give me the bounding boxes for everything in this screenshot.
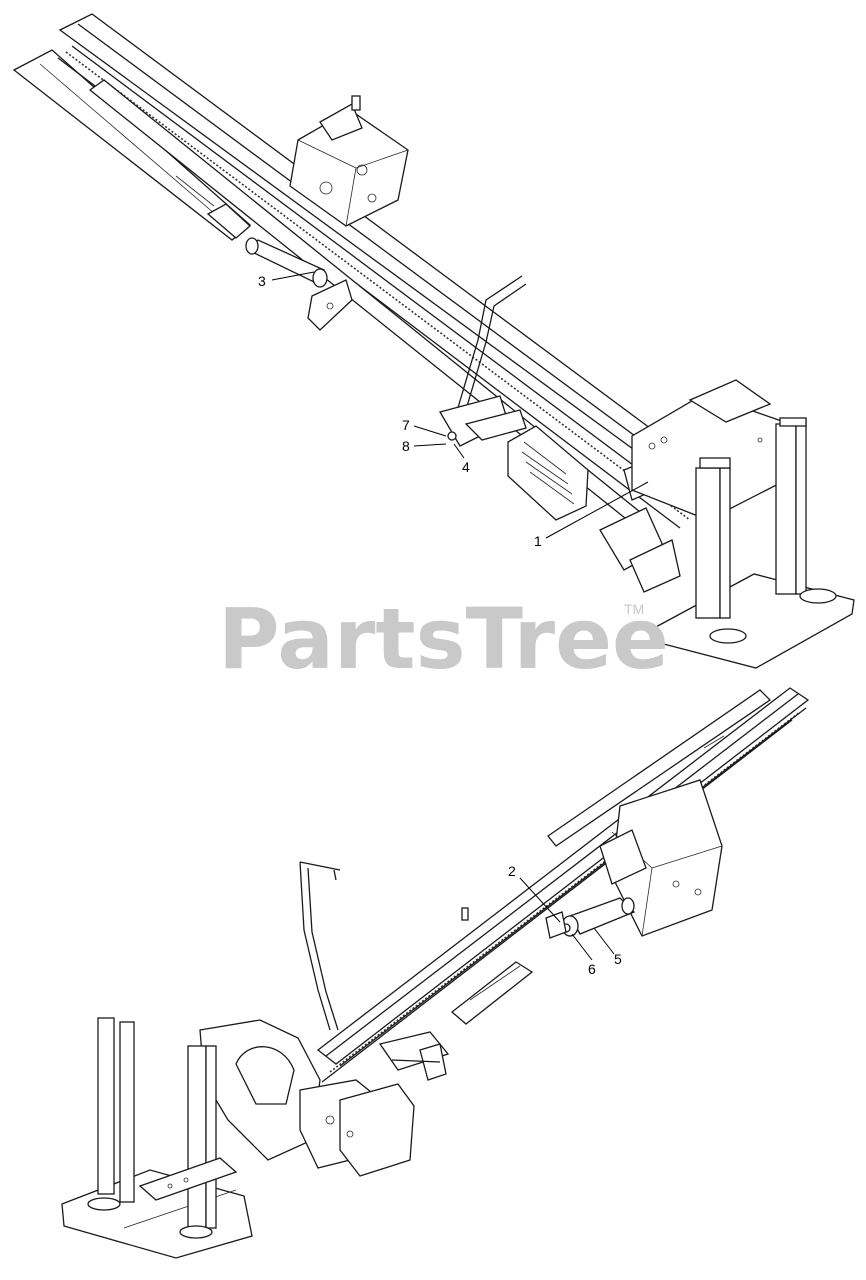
leader-5 [593, 927, 615, 955]
leader-8 [413, 443, 447, 447]
upper-mount-box [289, 95, 409, 227]
leader-4 [453, 443, 465, 459]
callout-4: 4 [462, 459, 470, 475]
leader-7 [413, 425, 447, 437]
leader-2 [519, 877, 561, 923]
lower-cylinder [545, 897, 636, 939]
lower-pivot [378, 1031, 450, 1081]
callout-5: 5 [614, 951, 622, 967]
lower-base-frame [61, 1017, 253, 1259]
lower-mount-box [599, 779, 723, 937]
callout-7: 7 [402, 417, 410, 433]
watermark-text: PartsTree [218, 590, 669, 688]
lower-lever-handle [299, 861, 469, 1031]
upper-cylinder [245, 237, 353, 331]
callout-2: 2 [508, 863, 516, 879]
leader-6 [571, 933, 593, 961]
leader-3 [271, 271, 315, 281]
callout-3: 3 [258, 273, 266, 289]
callout-8: 8 [402, 438, 410, 454]
watermark-trademark: TM [624, 601, 644, 617]
callout-6: 6 [588, 961, 596, 977]
leader-lines [271, 271, 649, 961]
leader-1 [545, 481, 649, 539]
upper-lever-handle [439, 275, 527, 447]
upper-rack-assembly [12, 13, 855, 669]
lower-channel [450, 961, 534, 1025]
callout-1: 1 [534, 533, 542, 549]
lower-rack-assembly [61, 687, 810, 1259]
upper-base-frame [631, 379, 855, 669]
callout-labels: 7 8 4 3 1 2 6 5 [258, 273, 622, 977]
lower-left-frame [199, 1019, 415, 1177]
watermark: PartsTree TM [218, 590, 669, 688]
upper-slotted-plate [507, 425, 589, 521]
